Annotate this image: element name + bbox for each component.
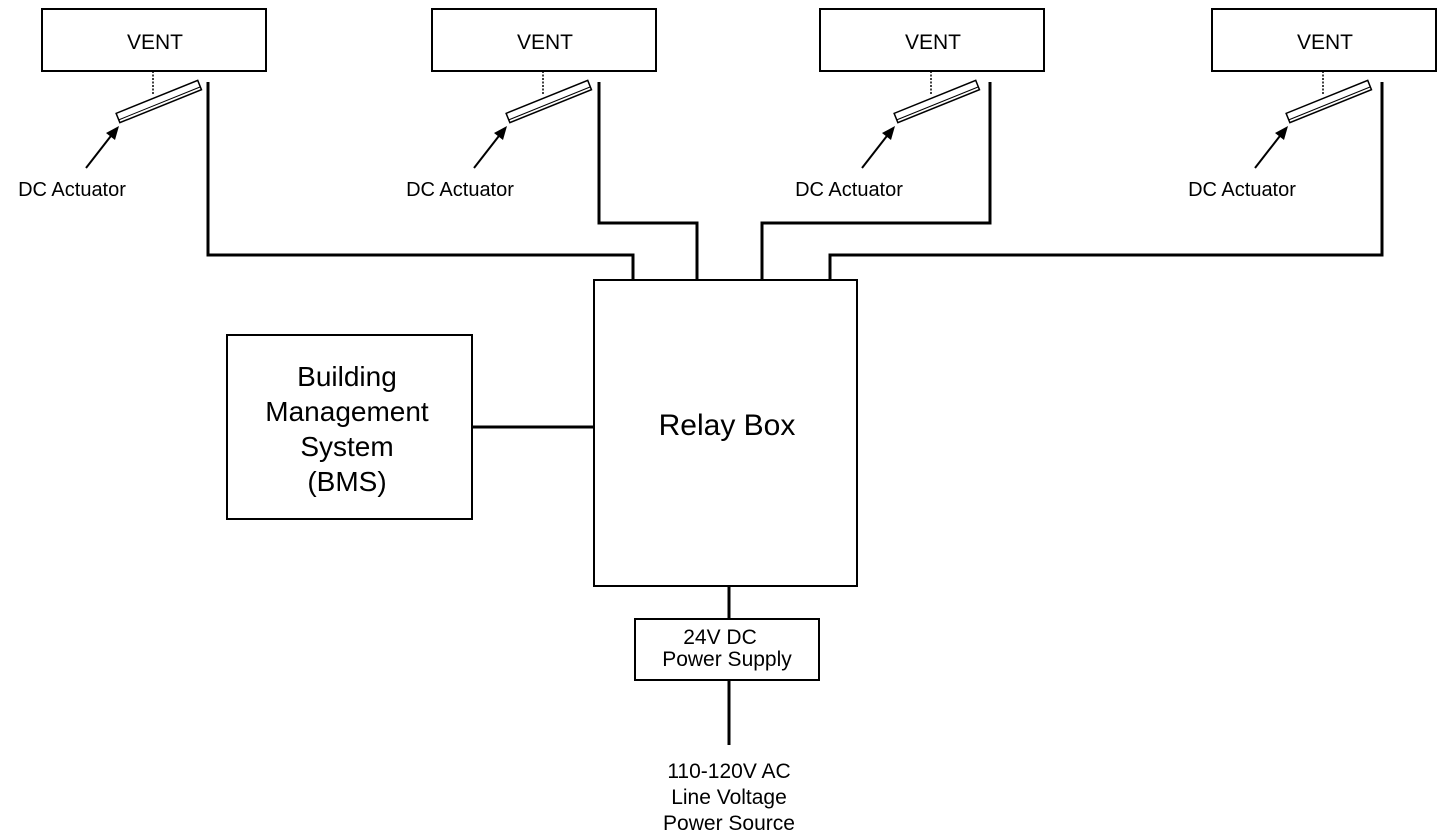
wire-actuator-1 (206, 82, 635, 280)
actuator-pointer-arrow (473, 131, 503, 169)
arrowhead-icon (1275, 126, 1288, 140)
bms-unit: Building Management System (BMS) (226, 334, 473, 520)
arrowhead-icon (494, 126, 507, 140)
power-supply-box (634, 618, 820, 681)
actuator-icon (893, 79, 981, 124)
ac-source-label-line: Power Source (663, 812, 795, 835)
vent-label: VENT (1297, 31, 1353, 54)
vent-unit-4: VENT DC Actuator (1188, 8, 1437, 201)
actuator-label: DC Actuator (795, 179, 903, 201)
vent-label: VENT (127, 31, 183, 54)
bms-label-line: Building (297, 361, 397, 392)
power-supply-label-line: 24V DC (683, 626, 757, 649)
relay-box (593, 279, 858, 587)
actuator-label: DC Actuator (18, 179, 126, 201)
bms-label-line: (BMS) (307, 466, 386, 497)
vent-label: VENT (905, 31, 961, 54)
vent-unit-3: VENT DC Actuator (795, 8, 1045, 201)
relay-box-unit: Relay Box (593, 279, 858, 587)
actuator-icon (505, 79, 593, 124)
vent-box (1211, 8, 1437, 72)
actuator-icon (1285, 79, 1373, 124)
relay-box-label: Relay Box (659, 409, 796, 442)
power-supply-unit: 24V DC Power Supply (634, 618, 820, 681)
actuator-pointer-arrow (85, 131, 115, 169)
actuator-label: DC Actuator (406, 179, 514, 201)
vent-box (431, 8, 657, 72)
wire-actuator-2 (597, 82, 699, 280)
bms-label-line: System (300, 431, 393, 462)
power-supply-label-line: Power Supply (662, 648, 792, 671)
actuator-icon (115, 79, 203, 124)
actuator-label: DC Actuator (1188, 179, 1296, 201)
wire-actuator-4 (828, 82, 1384, 280)
vent-label: VENT (517, 31, 573, 54)
bms-label-line: Management (265, 396, 429, 427)
vent-box (41, 8, 267, 72)
vent-unit-1: VENT DC Actuator (18, 8, 267, 201)
vent-box (819, 8, 1045, 72)
wire-actuator-3 (760, 82, 992, 280)
arrowhead-icon (882, 126, 895, 140)
vent-unit-2: VENT DC Actuator (406, 8, 657, 201)
ac-source-label-line: 110-120V AC (667, 760, 790, 783)
ac-source-label-line: Line Voltage (671, 786, 787, 809)
ac-source: 110-120V AC Line Voltage Power Source (663, 760, 795, 835)
actuator-pointer-arrow (861, 131, 891, 169)
arrowhead-icon (106, 126, 119, 140)
actuator-pointer-arrow (1254, 131, 1284, 169)
